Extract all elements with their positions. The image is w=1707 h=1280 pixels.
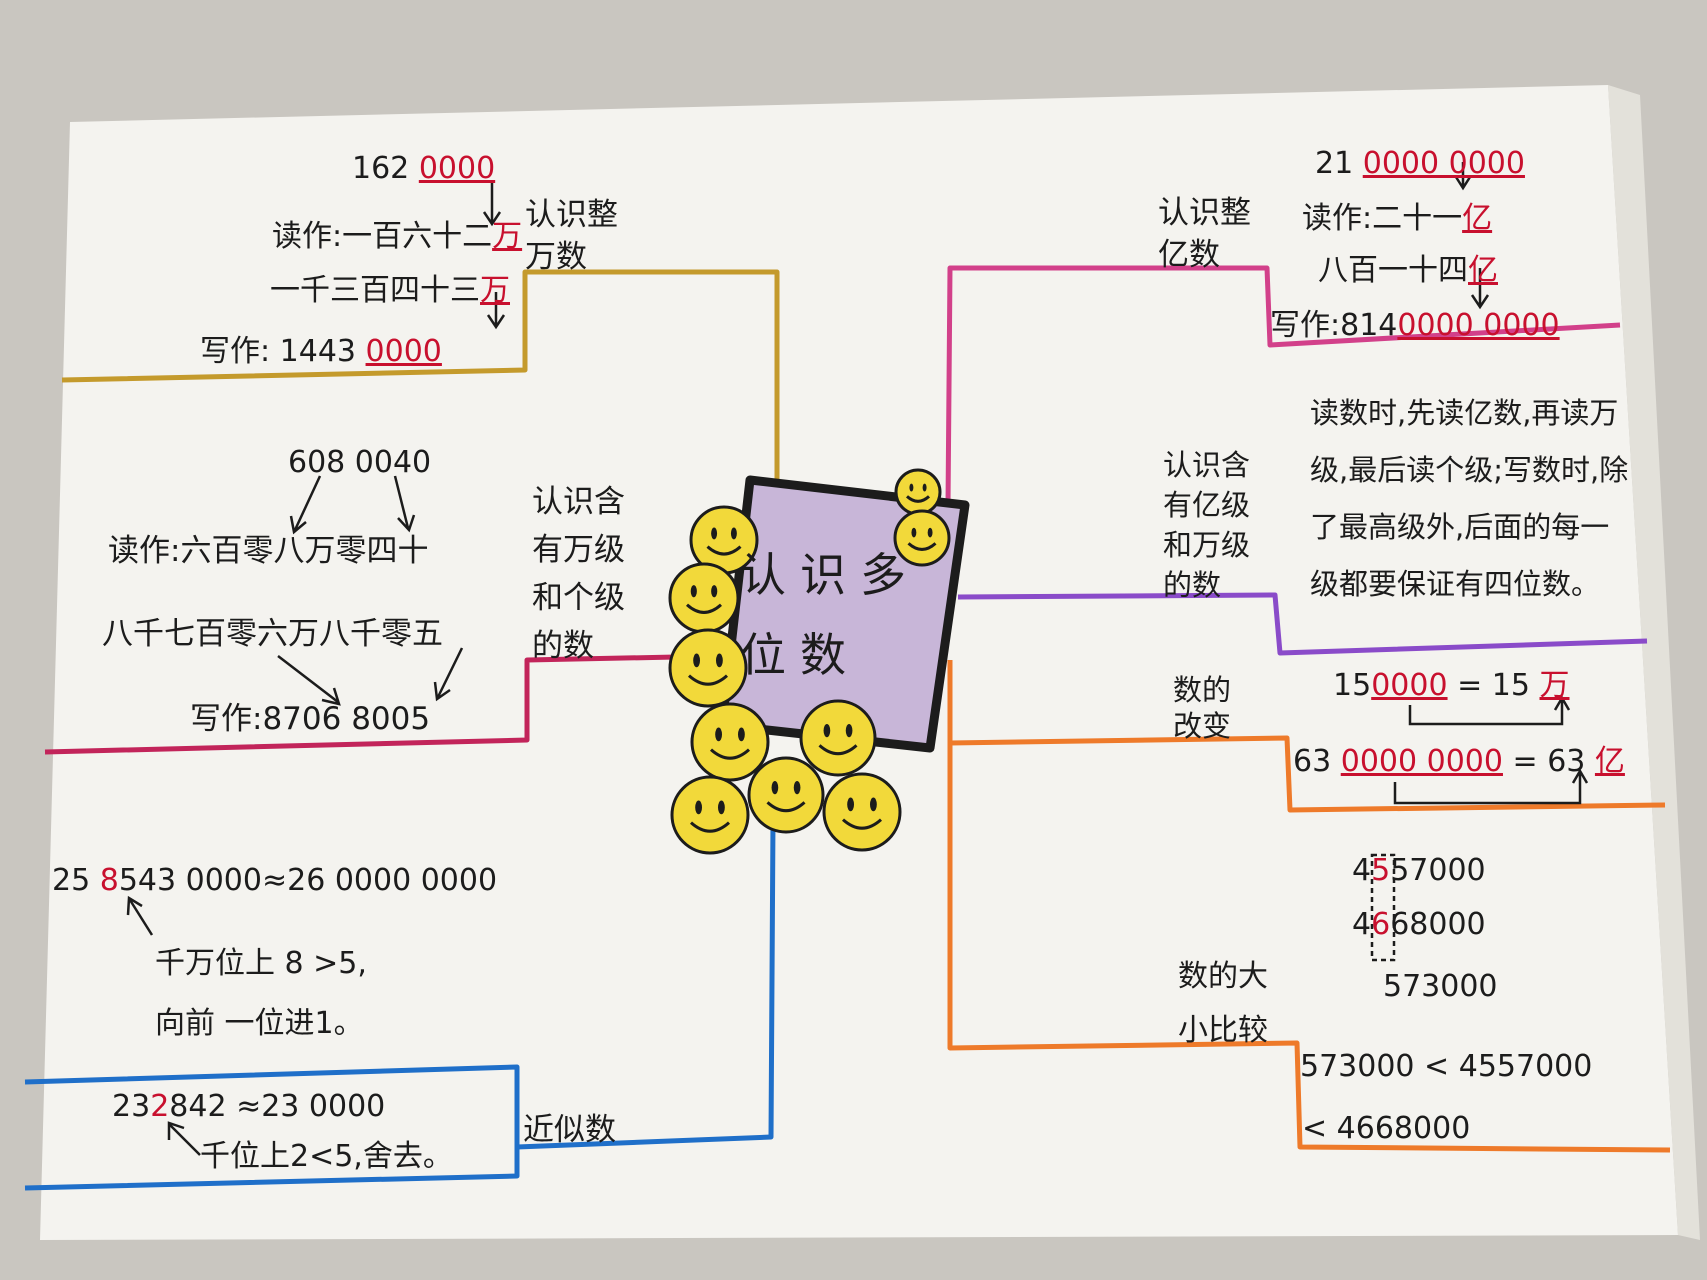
smiley-face-icon xyxy=(747,756,825,834)
wan-whole-line2-text: 一千三百四十三 xyxy=(270,273,480,308)
approx-expression: 232842 ≈23 0000 xyxy=(112,1088,385,1126)
yi-whole-write-text: 写作:814 xyxy=(1270,308,1398,343)
change-eq1-b: = 15 xyxy=(1457,668,1530,703)
compare-n1-a: 4 xyxy=(1352,853,1372,888)
approx-expr-b: 842 ≈23 0000 xyxy=(169,1089,386,1124)
change-eq1: 150000 = 15 万 xyxy=(1333,667,1570,705)
branch-line-yi-whole xyxy=(945,265,1621,506)
approx-title: 近似数 xyxy=(523,1112,616,1148)
yi-whole-read: 读作:二十一亿 xyxy=(1302,200,1492,238)
wan-whole-number-prefix: 162 xyxy=(352,151,410,186)
yi-wan-paragraph: 读数时,先读亿数,再读万级,最后读个级;写数时,除了最高级外,后面的每一级都要保… xyxy=(1310,396,1629,601)
wan-ge-write: 写作:8706 8005 xyxy=(190,701,431,737)
center-title: 认识多位数 xyxy=(740,548,920,682)
smiley-face-icon xyxy=(822,772,902,852)
wan-whole-line2-unit: 万 xyxy=(480,273,510,308)
yi-wan-title: 认识含有亿级和万级的数 xyxy=(1163,448,1251,602)
yi-whole-write-zeros: 0000 0000 xyxy=(1397,308,1560,343)
smiley-face-icon xyxy=(668,628,748,708)
wan-whole-read-unit: 万 xyxy=(492,219,523,254)
approx-note: 千位上2<5,舍去。 xyxy=(200,1139,453,1174)
round-up-digit: 8 xyxy=(99,863,119,898)
compare-n1: 4557000 xyxy=(1352,852,1486,890)
wan-whole-write-zeros: 0000 xyxy=(365,334,442,369)
smiley-face-icon xyxy=(893,509,951,567)
wan-ge-line2: 八千七百零六万八千零五 xyxy=(102,616,443,652)
compare-title: 数的大小比较 xyxy=(1178,959,1268,1048)
wan-whole-write-text: 写作: 1443 xyxy=(200,334,356,369)
change-eq2-a: 63 xyxy=(1293,744,1332,779)
change-title: 数的改变 xyxy=(1173,673,1232,743)
yi-whole-line2-text: 八百一十四 xyxy=(1318,253,1468,288)
yi-whole-number-prefix: 21 xyxy=(1315,146,1354,181)
yi-whole-write: 写作:8140000 0000 xyxy=(1270,307,1560,345)
change-eq2-zeros: 0000 0000 xyxy=(1340,744,1503,779)
change-eq2-b: = 63 xyxy=(1512,744,1586,779)
branch-line-wan-whole xyxy=(61,269,780,480)
yi-whole-number-zeros: 0000 0000 xyxy=(1362,146,1525,181)
round-up-expr-b: 543 0000≈26 0000 0000 xyxy=(118,863,498,898)
yi-whole-read-text: 读作:二十一 xyxy=(1302,201,1463,236)
wan-ge-title: 认识含有万级和个级的数 xyxy=(532,484,625,664)
wan-ge-read: 读作:六百零八万零四十 xyxy=(108,533,429,569)
yi-whole-number: 21 0000 0000 xyxy=(1315,145,1525,183)
change-eq1-unit: 万 xyxy=(1539,668,1570,703)
compare-n2-digit: 6 xyxy=(1371,907,1391,942)
compare-n3: 573000 xyxy=(1383,969,1498,1004)
compare-result2: < 4668000 xyxy=(1302,1111,1471,1146)
wan-whole-write: 写作: 1443 0000 xyxy=(200,333,442,371)
change-eq1-zeros: 0000 xyxy=(1371,668,1448,703)
branch-line-yi-wan xyxy=(957,592,1648,656)
compare-result1: 573000 < 4557000 xyxy=(1300,1049,1593,1084)
compare-n1-digit: 5 xyxy=(1371,853,1391,888)
round-up-expression: 25 8543 0000≈26 0000 0000 xyxy=(52,862,497,900)
wan-whole-title: 认识整万数 xyxy=(525,197,618,275)
branch-line-change xyxy=(947,660,1666,813)
wan-whole-read-text: 读作:一百六十二 xyxy=(272,219,493,254)
wan-whole-number: 162 0000 xyxy=(352,150,495,188)
branch-line-compare xyxy=(947,743,1671,1153)
yi-whole-line2-unit: 亿 xyxy=(1468,253,1498,288)
wan-whole-line2: 一千三百四十三万 xyxy=(270,272,510,310)
yi-whole-line2: 八百一十四亿 xyxy=(1318,252,1498,290)
smiley-face-icon xyxy=(799,699,877,777)
compare-n2-b: 68000 xyxy=(1390,907,1486,942)
branch-line-approx xyxy=(516,819,776,1150)
compare-n2-a: 4 xyxy=(1352,907,1372,942)
approx-expr-a: 23 xyxy=(112,1089,151,1124)
round-up-expr-a: 25 xyxy=(52,863,91,898)
change-eq2-unit: 亿 xyxy=(1594,744,1625,779)
yi-whole-read-unit: 亿 xyxy=(1462,201,1493,236)
wan-whole-number-zeros: 0000 xyxy=(418,151,496,186)
round-up-note1: 千万位上 8 >5, xyxy=(155,946,367,981)
smiley-face-icon xyxy=(894,468,942,516)
compare-n1-b: 57000 xyxy=(1390,853,1486,888)
smiley-face-icon xyxy=(670,775,750,855)
approx-box xyxy=(24,1064,520,1191)
change-eq1-a: 15 xyxy=(1333,668,1372,703)
smiley-face-icon xyxy=(668,562,740,634)
smiley-faces xyxy=(668,468,951,855)
branch-line-wan-ge xyxy=(44,654,677,755)
wan-whole-read: 读作:一百六十二万 xyxy=(272,218,522,256)
change-eq2: 63 0000 0000 = 63 亿 xyxy=(1293,743,1625,781)
smiley-face-icon xyxy=(690,702,770,782)
approx-digit: 2 xyxy=(150,1089,170,1124)
wan-ge-number: 608 0040 xyxy=(288,445,432,480)
compare-n2: 4668000 xyxy=(1352,906,1486,944)
yi-whole-title: 认识整亿数 xyxy=(1158,195,1251,273)
round-up-note2: 向前 一位进1。 xyxy=(155,1006,364,1041)
